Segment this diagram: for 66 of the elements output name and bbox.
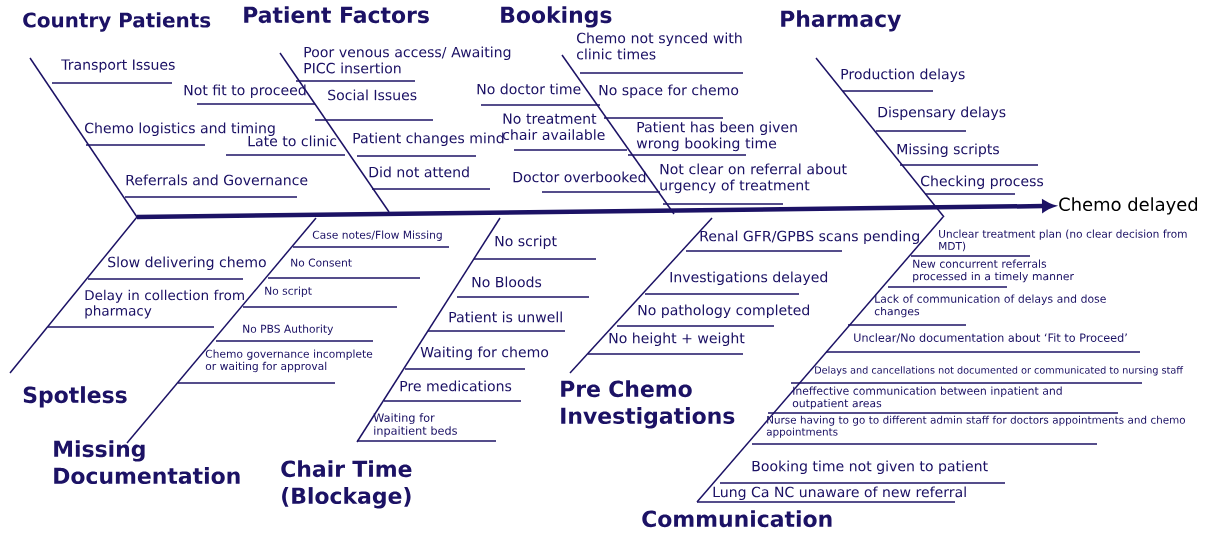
bone-line — [569, 217, 713, 374]
cause-label: Social Issues — [328, 89, 417, 101]
cause-label: No doctor time — [477, 83, 581, 95]
bone-line — [696, 216, 944, 503]
cause-label: Pre medications — [400, 380, 512, 392]
cause-label: Poor venous access/ Awaiting PICC insertion — [304, 46, 511, 74]
bone-line — [815, 57, 945, 218]
cause-label: Dispensary delays — [878, 106, 1006, 121]
cause-label: Transport Issues — [61, 59, 175, 73]
cause-label: No script — [495, 235, 557, 250]
bone-line — [356, 217, 501, 443]
cause-label: No PBS Authority — [243, 324, 334, 335]
category-heading: Chair Time (Blockage) — [281, 460, 412, 509]
cause-label: Missing scripts — [897, 143, 999, 158]
cause-label: Delay in collection from pharmacy — [85, 289, 244, 319]
cause-label: Patient changes mind — [353, 132, 504, 147]
cause-label: Unclear treatment plan (no clear decision from MDT) — [939, 229, 1187, 252]
cause-label: No Bloods — [472, 276, 542, 288]
cause-label: Delays and cancellations not documented or communicated to nursing staff — [815, 366, 1184, 376]
cause-label: Ineffective communication between inpatient and outpatient areas — [792, 386, 1062, 410]
effect-label: Chemo delayed — [1059, 197, 1198, 215]
bone-line — [126, 217, 317, 444]
bone-line — [9, 216, 138, 374]
category-heading: Patient Factors — [244, 6, 429, 24]
cause-label: Patient has been given wrong booking time — [636, 121, 797, 152]
cause-label: No treatment chair available — [503, 113, 605, 141]
category-heading: Pharmacy — [781, 10, 901, 32]
cause-label: No space for chemo — [599, 84, 739, 99]
bone-line — [29, 57, 138, 218]
cause-label: No script — [265, 286, 312, 297]
cause-label: Case notes/Flow Missing — [312, 230, 442, 241]
cause-label: Not fit to proceed — [184, 84, 306, 99]
cause-label: Lung Ca NC unaware of new referral — [713, 486, 966, 501]
cause-label: Waiting for inpaitient beds — [373, 413, 457, 438]
cause-label: No pathology completed — [638, 304, 809, 319]
spine-arrow — [137, 200, 1055, 220]
cause-label: Not clear on referral about urgency of treatment — [660, 163, 847, 194]
cause-label: Checking process — [921, 175, 1044, 190]
category-heading: Missing Documentation — [54, 440, 240, 485]
category-heading: Country Patients — [23, 12, 211, 32]
cause-label: Did not attend — [369, 166, 469, 178]
category-heading: Spotless — [23, 386, 127, 408]
cause-label: Late to clinic — [248, 135, 337, 147]
cause-label: Nurse having to go to different admin staff for doctors appointments and chemo appointments — [766, 415, 1185, 438]
cause-label: No height + weight — [609, 332, 745, 347]
cause-label: Chemo logistics and timing — [85, 122, 275, 137]
cause-label: New concurrent referrals processed in a timely manner — [913, 259, 1074, 283]
cause-label: Referrals and Governance — [126, 174, 308, 186]
category-heading: Bookings — [501, 6, 612, 28]
cause-label: No Consent — [291, 258, 352, 267]
cause-label: Chemo not synced with clinic times — [577, 32, 742, 60]
category-heading: Pre Chemo Investigations — [561, 380, 735, 429]
cause-label: Booking time not given to patient — [752, 460, 988, 475]
cause-label: Waiting for chemo — [420, 346, 549, 361]
cause-label: Lack of communication of delays and dose changes — [874, 294, 1106, 318]
cause-label: Unclear/No documentation about ‘Fit to Proceed’ — [854, 333, 1127, 343]
bone-line — [561, 54, 675, 215]
cause-label: Renal GFR/GPBS scans pending — [700, 230, 919, 245]
bone-line — [279, 52, 390, 213]
category-heading: Communication — [642, 510, 832, 528]
cause-label: Doctor overbooked — [513, 171, 646, 183]
cause-label: Chemo governance incomplete or waiting for approval — [205, 349, 373, 373]
cause-label: Investigations delayed — [670, 271, 828, 286]
cause-label: Patient is unwell — [449, 311, 562, 323]
cause-label: Production delays — [841, 68, 965, 83]
cause-label: Slow delivering chemo — [108, 256, 266, 271]
